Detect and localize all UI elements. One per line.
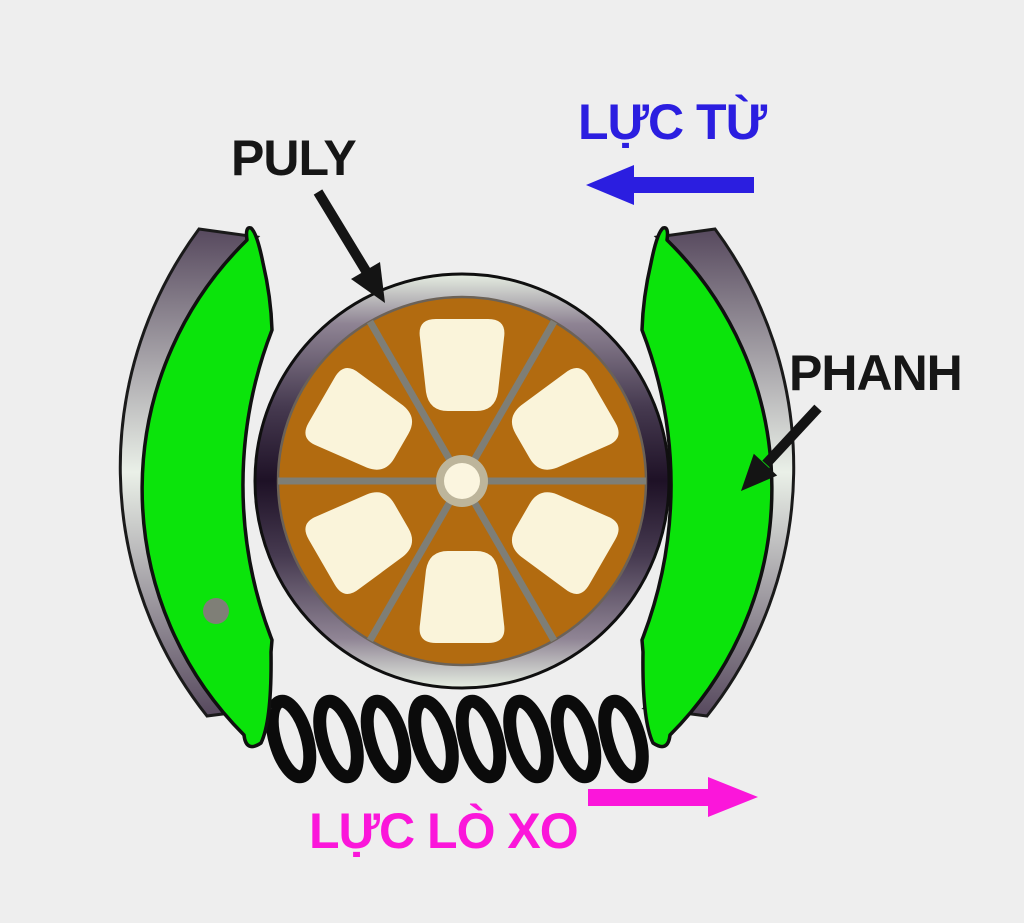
hub-center [444,463,480,499]
spring-force-label: LỰC LÒ XO [309,803,579,859]
brake-left [118,226,274,749]
brake-shoe-left [140,226,274,749]
spring-force-arrow [588,777,758,817]
magnetic-force-arrow [586,165,754,205]
pulley-wheel [253,272,671,690]
phanh-pointer-arrow [741,404,822,491]
spring-coil [265,694,649,784]
pivot-dot [203,598,229,624]
brake-label: PHANH [789,345,963,401]
puly-pointer-arrow [313,189,385,303]
pulley-label: PULY [231,130,357,186]
magnetic-force-label: LỰC TỪ [578,94,767,150]
